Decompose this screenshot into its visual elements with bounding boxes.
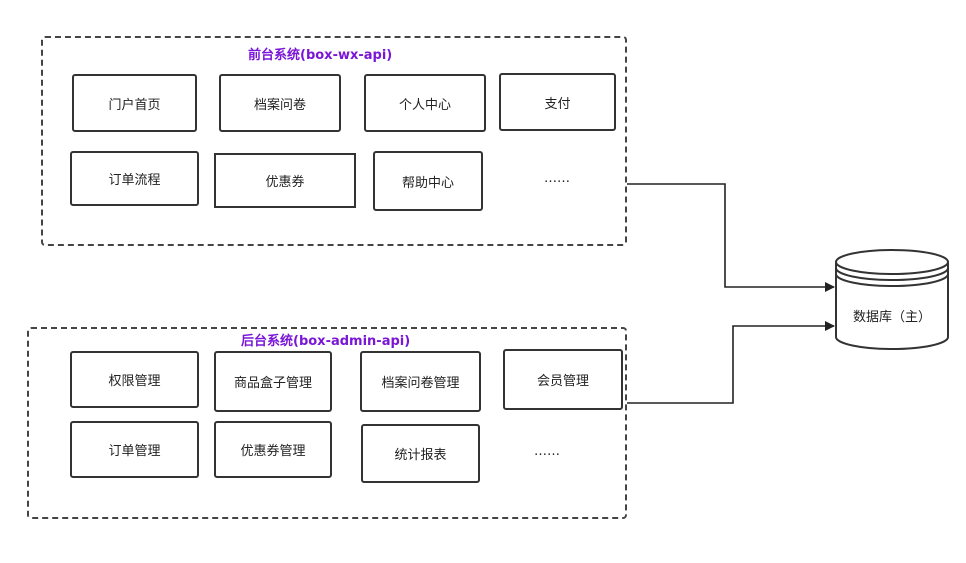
- front-more-ellipsis: ……: [544, 171, 570, 186]
- front-to-db-connector: [627, 183, 835, 292]
- back-system-group: [27, 327, 627, 519]
- module-order-flow: 订单流程: [70, 151, 199, 206]
- module-payment: 支付: [499, 73, 616, 131]
- module-archive-survey: 档案问卷: [219, 74, 341, 132]
- module-product-box-management: 商品盒子管理: [214, 351, 332, 412]
- front-system-group: [41, 36, 627, 246]
- module-coupon-management: 优惠券管理: [214, 421, 332, 478]
- module-archive-survey-management: 档案问卷管理: [360, 351, 481, 412]
- back-more-ellipsis: ……: [534, 444, 560, 459]
- database-label: 数据库（主）: [852, 310, 931, 325]
- module-statistics-report: 统计报表: [361, 424, 480, 483]
- back-to-db-connector: [627, 321, 835, 404]
- module-personal-center: 个人中心: [364, 74, 486, 132]
- module-permission-management: 权限管理: [70, 351, 199, 408]
- front-system-title: 前台系统(box-wx-api): [248, 48, 393, 63]
- database-cylinder: [835, 249, 949, 350]
- module-help-center: 帮助中心: [373, 151, 483, 211]
- module-member-management: 会员管理: [503, 349, 623, 410]
- module-order-management: 订单管理: [70, 421, 199, 478]
- back-system-title: 后台系统(box-admin-api): [241, 334, 411, 349]
- module-portal-home: 门户首页: [72, 74, 197, 132]
- module-coupon: 优惠券: [214, 153, 356, 208]
